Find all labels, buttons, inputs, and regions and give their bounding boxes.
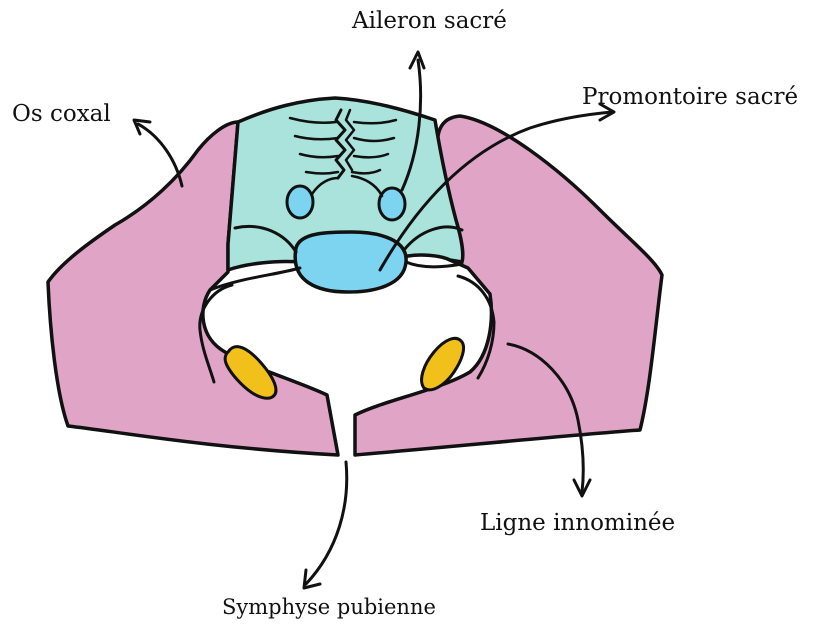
label-symphyse-pubienne: Symphyse pubienne (222, 597, 436, 618)
sacral-promontory (295, 232, 406, 292)
label-ligne-innominee: Ligne innominée (480, 512, 675, 535)
label-promontoire-sacre: Promontoire sacré (582, 86, 798, 109)
label-aileron-sacre: Aileron sacré (352, 10, 507, 33)
sacral-foramen-left (287, 186, 313, 218)
label-os-coxal: Os coxal (12, 103, 111, 126)
sacral-foramen-right (379, 188, 405, 220)
arrow-symphyse-pubienne (306, 462, 347, 584)
sacral-ridge-left-4 (306, 172, 338, 174)
